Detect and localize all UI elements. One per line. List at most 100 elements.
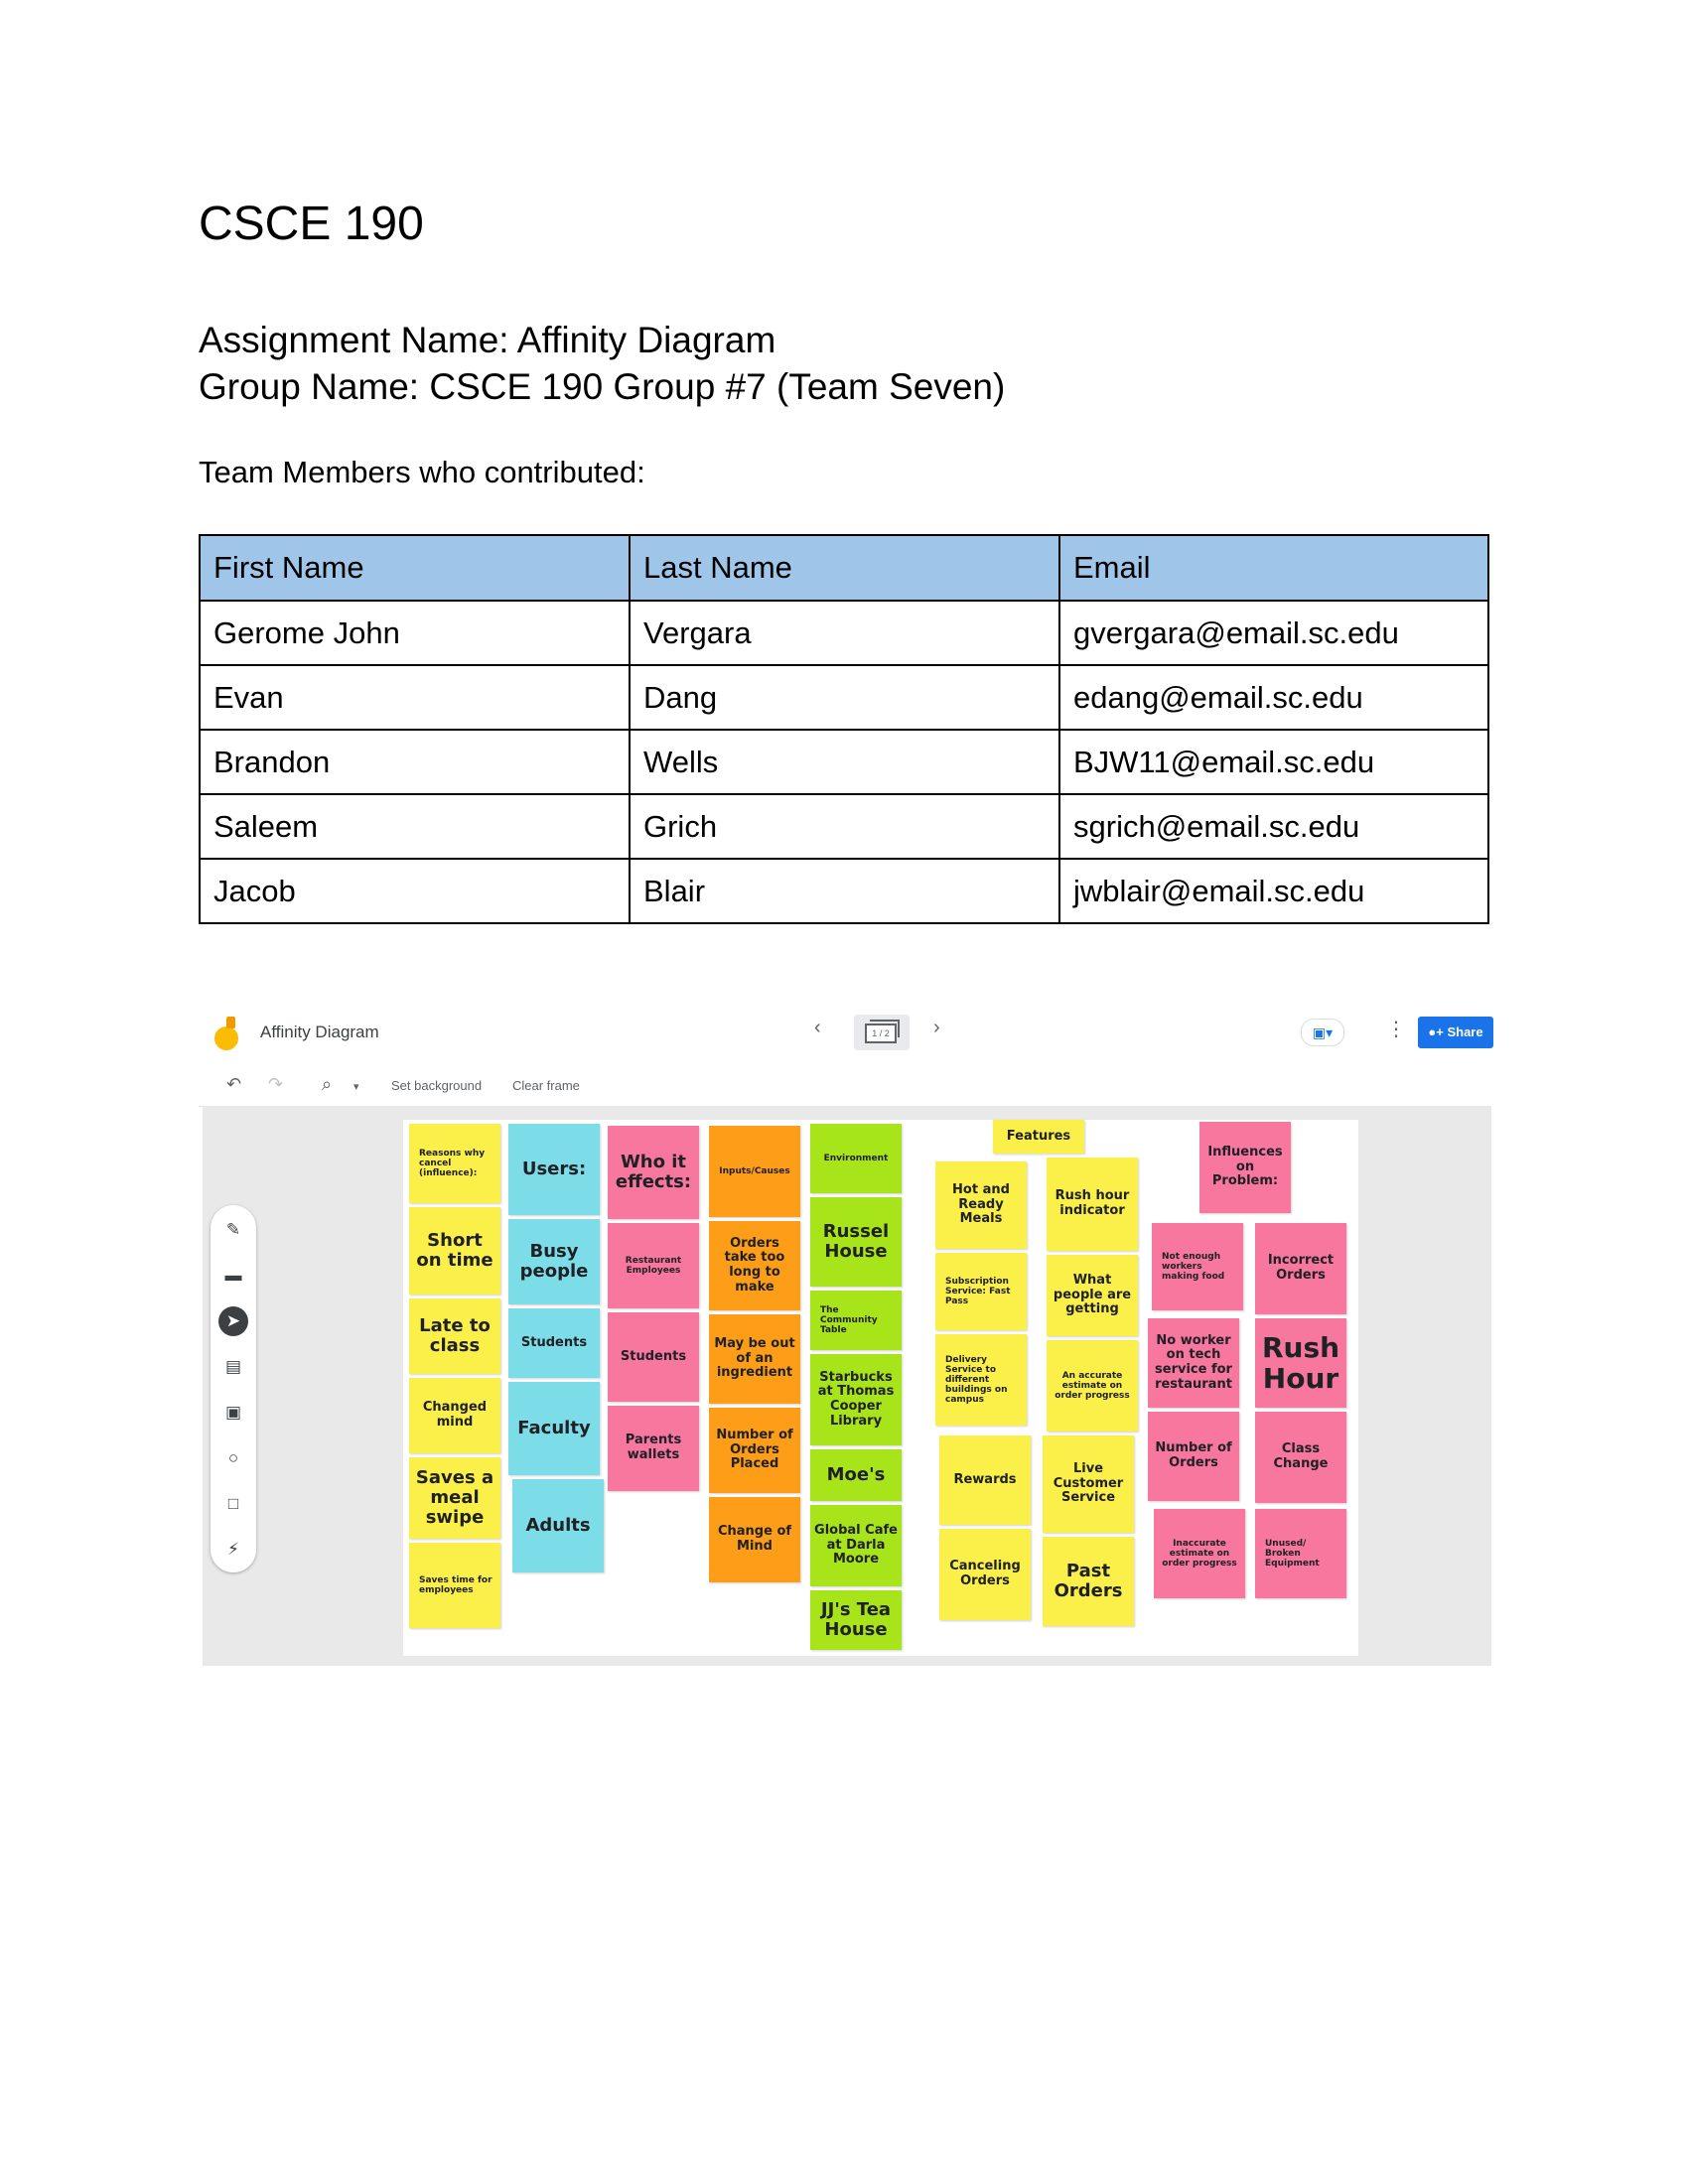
next-frame-icon[interactable]: › (933, 1017, 940, 1038)
last-name-cell: Wells (629, 729, 1060, 795)
sticky-note[interactable]: Faculty (508, 1382, 600, 1475)
sticky-note[interactable]: Rewards (939, 1435, 1031, 1525)
assignment-name: Assignment Name: Affinity Diagram (199, 320, 776, 360)
table-row: Saleem Grich sgrich@email.sc.edu (199, 793, 1489, 860)
sticky-note[interactable]: Change of Mind (709, 1497, 800, 1582)
sticky-note[interactable]: Class Change (1255, 1412, 1346, 1503)
table-row: Gerome John Vergara gvergara@email.sc.ed… (199, 600, 1489, 666)
undo-icon[interactable]: ↶ (226, 1074, 242, 1094)
share-button[interactable]: ●+ Share (1418, 1017, 1493, 1048)
person-icon: ●+ (1428, 1024, 1444, 1039)
last-name-cell: Vergara (629, 600, 1060, 666)
eraser-icon[interactable]: ▬ (224, 1266, 242, 1285)
sticky-note[interactable]: Orders take too long to make (709, 1221, 800, 1310)
circle-icon[interactable]: ○ (227, 1448, 239, 1467)
sticky-note[interactable]: Influences on Problem: (1199, 1122, 1291, 1213)
sticky-note[interactable]: Parents wallets (608, 1406, 699, 1491)
sticky-note[interactable]: Live Customer Service (1043, 1435, 1134, 1533)
sticky-note[interactable]: What people are getting (1047, 1255, 1138, 1336)
document-title: CSCE 190 (199, 198, 424, 250)
jamboard-screenshot: Affinity Diagram ‹ 1 / 2 › ▣▾ ⋮ ●+ Share… (199, 1003, 1493, 1666)
present-icon: ▣▾ (1312, 1024, 1334, 1040)
sticky-note[interactable]: Inputs/Causes (709, 1126, 800, 1217)
email-cell: BJW11@email.sc.edu (1058, 729, 1489, 795)
table-row: Evan Dang edang@email.sc.edu (199, 664, 1489, 731)
select-icon[interactable]: ➤ (218, 1306, 248, 1336)
sticky-note[interactable]: Environment (810, 1124, 902, 1193)
first-name-cell: Gerome John (199, 600, 631, 666)
sticky-note[interactable]: Short on time (409, 1207, 500, 1295)
sticky-note[interactable]: Number of Orders (1148, 1412, 1239, 1501)
jamboard-title[interactable]: Affinity Diagram (260, 1023, 379, 1041)
email-cell: edang@email.sc.edu (1058, 664, 1489, 731)
sticky-note[interactable]: Busy people (508, 1219, 600, 1304)
jamboard-header: Affinity Diagram ‹ 1 / 2 › ▣▾ ⋮ ●+ Share (199, 1003, 1493, 1062)
sticky-note[interactable]: Starbucks at Thomas Cooper Library (810, 1354, 902, 1445)
last-name-cell: Blair (629, 858, 1060, 924)
first-name-cell: Jacob (199, 858, 631, 924)
sticky-note[interactable]: Rush hour indicator (1047, 1158, 1138, 1251)
email-cell: sgrich@email.sc.edu (1058, 793, 1489, 860)
sticky-note[interactable]: Restaurant Employees (608, 1223, 699, 1308)
sticky-note[interactable]: An accurate estimate on order progress (1047, 1340, 1138, 1432)
sticky-note[interactable]: The Community Table (810, 1291, 902, 1350)
redo-icon[interactable]: ↷ (268, 1074, 284, 1094)
table-row: Brandon Wells BJW11@email.sc.edu (199, 729, 1489, 795)
sticky-note[interactable]: May be out of an ingredient (709, 1314, 800, 1404)
sticky-note[interactable]: Hot and Ready Meals (935, 1161, 1027, 1249)
sticky-note[interactable]: Saves a meal swipe (409, 1457, 500, 1539)
sticky-note[interactable]: Moe's (810, 1449, 902, 1501)
sticky-note[interactable]: Adults (512, 1479, 604, 1572)
sticky-note[interactable]: Delivery Service to different buildings … (935, 1334, 1027, 1426)
image-icon[interactable]: ▣ (224, 1403, 242, 1422)
sticky-note[interactable]: Inaccurate estimate on order progress (1154, 1509, 1245, 1598)
sticky-note[interactable]: Users: (508, 1124, 600, 1215)
tool-palette: ✎ ▬ ➤ ▤ ▣ ○ □ ⚡ (211, 1205, 256, 1572)
sticky-note[interactable]: Rush Hour (1255, 1318, 1346, 1408)
group-name: Group Name: CSCE 190 Group #7 (Team Seve… (199, 366, 1006, 407)
sticky-note[interactable]: Saves time for employees (409, 1543, 500, 1628)
sticky-note[interactable]: JJ's Tea House (810, 1590, 902, 1650)
sticky-note[interactable]: Students (508, 1308, 600, 1378)
present-button[interactable]: ▣▾ (1301, 1019, 1344, 1046)
table-header-row: First Name Last Name Email (199, 534, 1489, 602)
sticky-note[interactable]: Unused/ Broken Equipment (1255, 1509, 1346, 1598)
more-options-icon[interactable]: ⋮ (1386, 1019, 1406, 1040)
sticky-note[interactable]: No worker on tech service for restaurant (1148, 1318, 1239, 1408)
last-name-cell: Dang (629, 664, 1060, 731)
sticky-note[interactable]: Late to class (409, 1298, 500, 1374)
first-name-cell: Saleem (199, 793, 631, 860)
laser-icon[interactable]: ⚡ (227, 1540, 239, 1559)
sticky-note-icon[interactable]: ▤ (224, 1357, 242, 1376)
pen-icon[interactable]: ✎ (225, 1220, 241, 1239)
jamboard-canvas: ✎ ▬ ➤ ▤ ▣ ○ □ ⚡ Reasons why cancel (infl… (203, 1106, 1491, 1666)
jamboard-frame[interactable]: Reasons why cancel (influence): Short on… (403, 1120, 1358, 1656)
sticky-note[interactable]: Incorrect Orders (1255, 1223, 1346, 1314)
prev-frame-icon[interactable]: ‹ (814, 1017, 821, 1038)
sticky-note[interactable]: Canceling Orders (939, 1529, 1031, 1620)
sticky-note[interactable]: Who it effects: (608, 1126, 699, 1219)
clear-frame-button[interactable]: Clear frame (512, 1078, 580, 1093)
email-cell: jwblair@email.sc.edu (1058, 858, 1489, 924)
sticky-note[interactable]: Global Cafe at Darla Moore (810, 1505, 902, 1586)
sticky-note[interactable]: Subscription Service: Fast Pass (935, 1253, 1027, 1330)
frame-counter: 1 / 2 (865, 1024, 897, 1043)
sticky-note[interactable]: Reasons why cancel (influence): (409, 1124, 500, 1203)
frame-bar-button[interactable]: 1 / 2 (854, 1015, 910, 1050)
share-label: Share (1447, 1024, 1483, 1039)
header-first-name: First Name (199, 534, 631, 602)
zoom-icon[interactable]: ⌕ (322, 1074, 333, 1094)
first-name-cell: Brandon (199, 729, 631, 795)
set-background-button[interactable]: Set background (391, 1078, 483, 1093)
sticky-note[interactable]: Number of Orders Placed (709, 1408, 800, 1493)
text-box-icon[interactable]: □ (227, 1494, 239, 1513)
first-name-cell: Evan (199, 664, 631, 731)
sticky-note[interactable]: Russel House (810, 1197, 902, 1287)
sticky-note[interactable]: Not enough workers making food (1152, 1223, 1243, 1310)
sticky-note[interactable]: Features (993, 1120, 1084, 1154)
zoom-dropdown-icon[interactable]: ▾ (353, 1081, 359, 1093)
sticky-note[interactable]: Students (608, 1312, 699, 1402)
sticky-note[interactable]: Changed mind (409, 1378, 500, 1453)
sticky-note[interactable]: Past Orders (1043, 1537, 1134, 1626)
members-label: Team Members who contributed: (199, 455, 645, 489)
